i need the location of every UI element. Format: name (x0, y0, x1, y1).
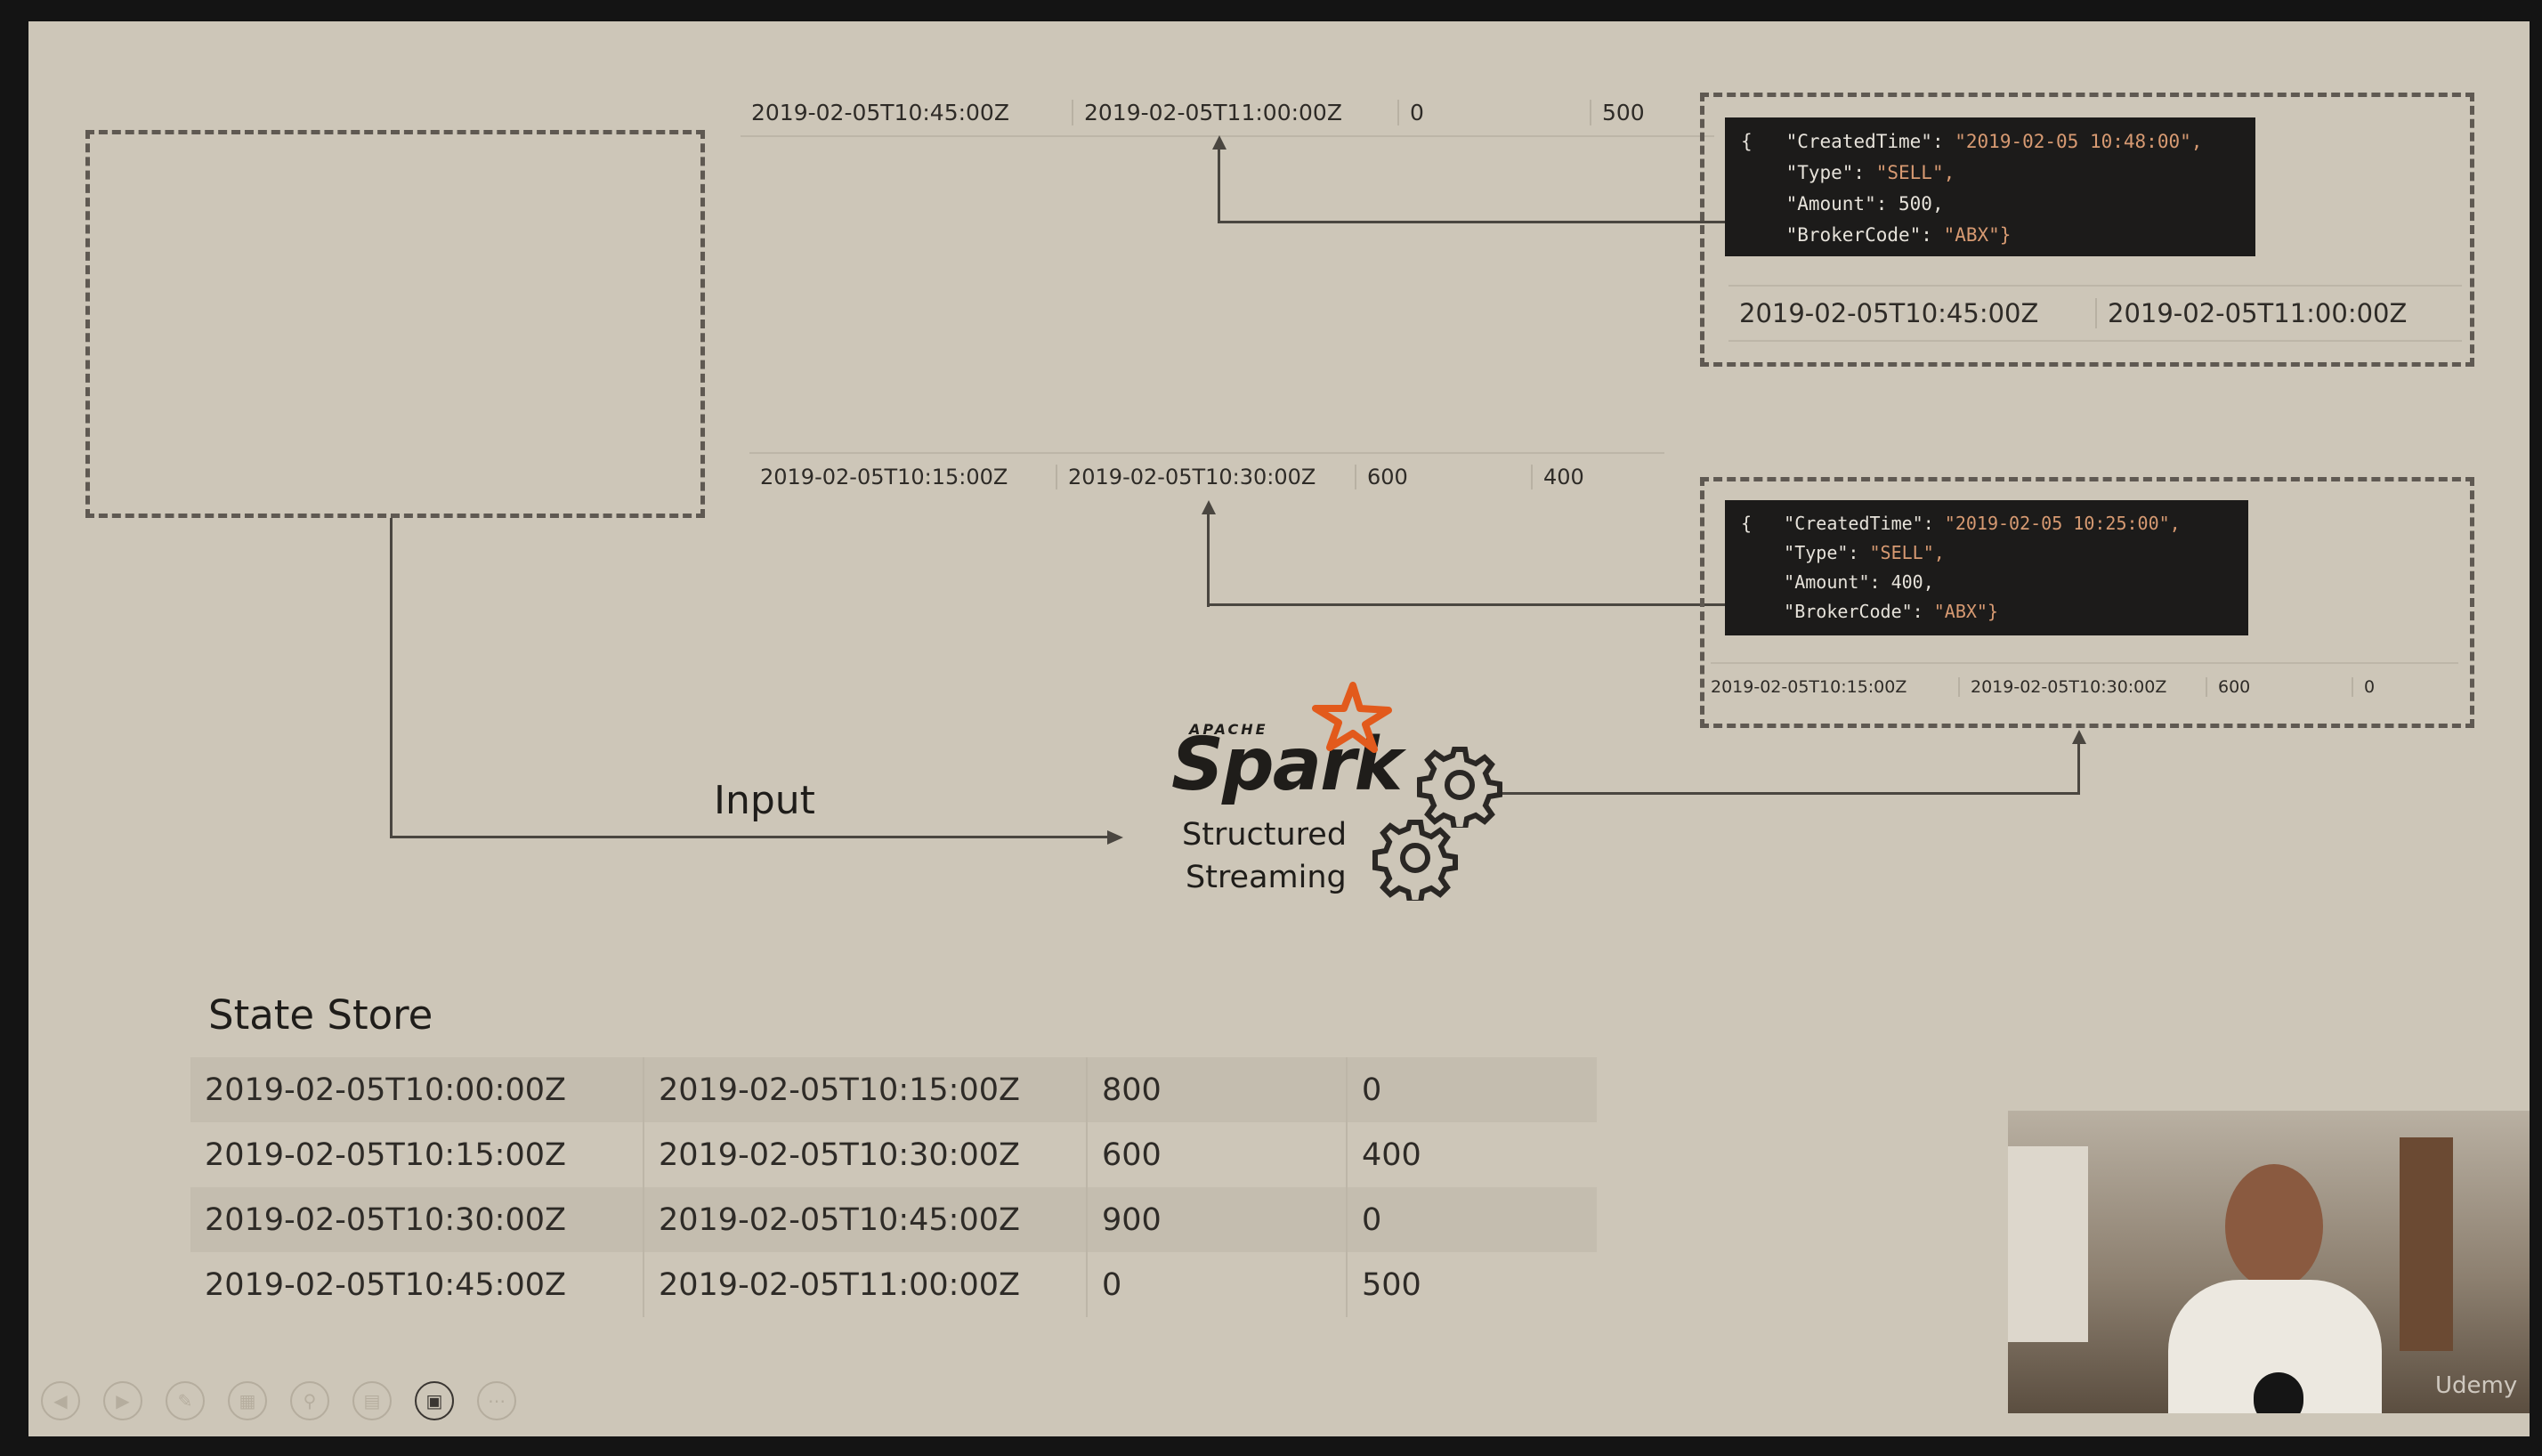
record-cell: 2019-02-05T10:45:00Z (751, 99, 1009, 125)
presentation-slide: 2019-02-05T10:45:00Z 2019-02-05T11:00:00… (28, 21, 2530, 1436)
record-cell: 500 (1590, 99, 1714, 125)
event2-window-row: 2019-02-05T10:15:00Z 2019-02-05T10:30:00… (1711, 662, 2458, 710)
table-cell: 900 (1086, 1187, 1346, 1252)
gear-icon (1372, 820, 1458, 901)
table-cell: 600 (1086, 1122, 1346, 1187)
spark-star-icon (1312, 682, 1392, 753)
webcam-window (2008, 1146, 2088, 1342)
table-cell: 2019-02-05T10:00:00Z (205, 1072, 566, 1108)
table-row: 2019-02-05T10:30:00Z 2019-02-05T10:45:00… (190, 1187, 1597, 1252)
window-cell: 2019-02-05T10:30:00Z (1958, 677, 2206, 697)
person-head (2225, 1164, 2323, 1289)
table-cell: 2019-02-05T10:45:00Z (205, 1266, 566, 1303)
webcam-overlay: Udemy (2008, 1111, 2530, 1413)
webcam-watermark: Udemy (2435, 1372, 2518, 1399)
microphone (2254, 1372, 2303, 1413)
table-row: 2019-02-05T10:45:00Z 2019-02-05T11:00:00… (190, 1252, 1597, 1317)
window-cell: 0 (2352, 677, 2458, 697)
input-line (390, 518, 393, 838)
more-icon[interactable]: ⋯ (477, 1381, 516, 1420)
table-cell: 2019-02-05T10:30:00Z (205, 1201, 566, 1238)
table-cell: 2019-02-05T10:15:00Z (643, 1057, 1086, 1122)
record-cell: 2019-02-05T10:30:00Z (1056, 465, 1355, 489)
table-cell: 0 (1346, 1057, 1597, 1122)
empty-source-box (85, 130, 705, 518)
connector-line (1218, 221, 1734, 223)
table-cell: 800 (1086, 1057, 1346, 1122)
output-line (2077, 744, 2080, 795)
record-cell: 600 (1355, 465, 1531, 489)
record-cell: 0 (1397, 99, 1590, 125)
output-line (1501, 792, 2079, 795)
event2-box (1700, 477, 2474, 728)
table-cell: 0 (1346, 1187, 1597, 1252)
record-cell: 2019-02-05T11:00:00Z (1072, 99, 1397, 125)
table-cell: 2019-02-05T10:45:00Z (643, 1187, 1086, 1252)
slides-icon[interactable]: ▦ (228, 1381, 267, 1420)
subtitle-icon[interactable]: ▤ (352, 1381, 392, 1420)
input-arrow-head (1107, 830, 1123, 845)
mid-record-row: 2019-02-05T10:15:00Z 2019-02-05T10:30:00… (749, 452, 1664, 500)
connector-line (1207, 514, 1210, 607)
window-cell: 2019-02-05T10:45:00Z (1739, 298, 2039, 328)
input-label: Input (714, 778, 815, 823)
window-cell: 600 (2206, 677, 2352, 697)
arrow-head-up (1202, 500, 1216, 514)
arrow-head-up (2072, 730, 2086, 744)
state-store-table: 2019-02-05T10:00:00Z 2019-02-05T10:15:00… (190, 1057, 1597, 1317)
webcam-shelf (2400, 1137, 2453, 1351)
event2-json: { "CreatedTime": "2019-02-05 10:25:00", … (1725, 500, 2248, 635)
event1-json: { "CreatedTime": "2019-02-05 10:48:00", … (1725, 117, 2255, 256)
spark-streaming-label: Streaming (1186, 860, 1347, 895)
table-cell: 2019-02-05T10:15:00Z (205, 1136, 566, 1173)
connector-line (1218, 150, 1220, 222)
state-store-title: State Store (208, 991, 433, 1039)
window-cell: 2019-02-05T11:00:00Z (2095, 298, 2462, 328)
gear-icon (1417, 747, 1502, 828)
record-cell: 2019-02-05T10:15:00Z (760, 465, 1008, 489)
input-line (390, 836, 1111, 838)
camera-icon[interactable]: ▣ (415, 1381, 454, 1420)
spark-logo: APACHE Spark Structured Streaming (1132, 671, 1506, 902)
table-cell: 0 (1086, 1252, 1346, 1317)
record-cell: 400 (1531, 465, 1664, 489)
pen-icon[interactable]: ✎ (166, 1381, 205, 1420)
arrow-head-up (1212, 135, 1226, 150)
next-icon[interactable]: ▶ (103, 1381, 142, 1420)
table-cell: 400 (1346, 1122, 1597, 1187)
table-cell: 2019-02-05T11:00:00Z (643, 1252, 1086, 1317)
event1-box (1700, 93, 2474, 367)
table-row: 2019-02-05T10:00:00Z 2019-02-05T10:15:00… (190, 1057, 1597, 1122)
connector-line (1207, 603, 1734, 606)
prev-icon[interactable]: ◀ (41, 1381, 80, 1420)
table-row: 2019-02-05T10:15:00Z 2019-02-05T10:30:00… (190, 1122, 1597, 1187)
spark-structured-label: Structured (1182, 817, 1348, 853)
table-cell: 500 (1346, 1252, 1597, 1317)
event1-window-row: 2019-02-05T10:45:00Z 2019-02-05T11:00:00… (1728, 285, 2462, 342)
table-cell: 2019-02-05T10:30:00Z (643, 1122, 1086, 1187)
window-cell: 2019-02-05T10:15:00Z (1711, 677, 1907, 697)
spark-wordmark: Spark (1171, 723, 1403, 807)
spark-apache-label: APACHE (1189, 721, 1268, 738)
top-record-row: 2019-02-05T10:45:00Z 2019-02-05T11:00:00… (741, 89, 1714, 137)
zoom-icon[interactable]: ⚲ (290, 1381, 329, 1420)
